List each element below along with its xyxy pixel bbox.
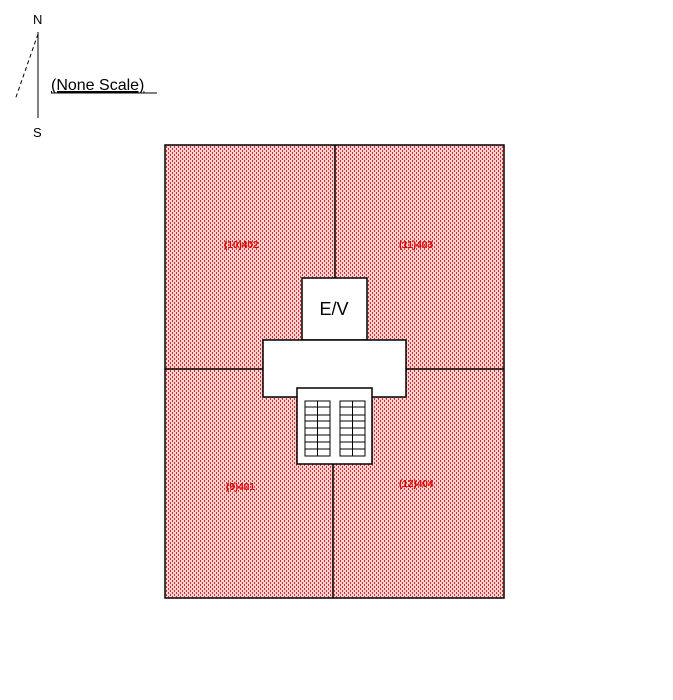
compass: N S — [14, 12, 42, 140]
stairs-left-icon — [304, 400, 331, 457]
stairs-right-icon — [339, 400, 366, 457]
scale-note: (None Scale) — [51, 77, 144, 94]
compass-south-label: S — [33, 125, 42, 140]
unit-label-404: (12)404 — [399, 479, 434, 490]
elevator-label: E/V — [319, 299, 348, 319]
stairwell[interactable] — [296, 387, 373, 465]
core: E/V — [262, 277, 407, 465]
unit-label-403: (11)403 — [399, 240, 433, 251]
unit-label-401: (9)401 — [226, 482, 255, 493]
unit-label-402: (10)402 — [224, 240, 259, 251]
compass-needle-icon — [14, 33, 39, 101]
compass-north-label: N — [33, 12, 42, 27]
elevator[interactable] — [301, 277, 368, 341]
